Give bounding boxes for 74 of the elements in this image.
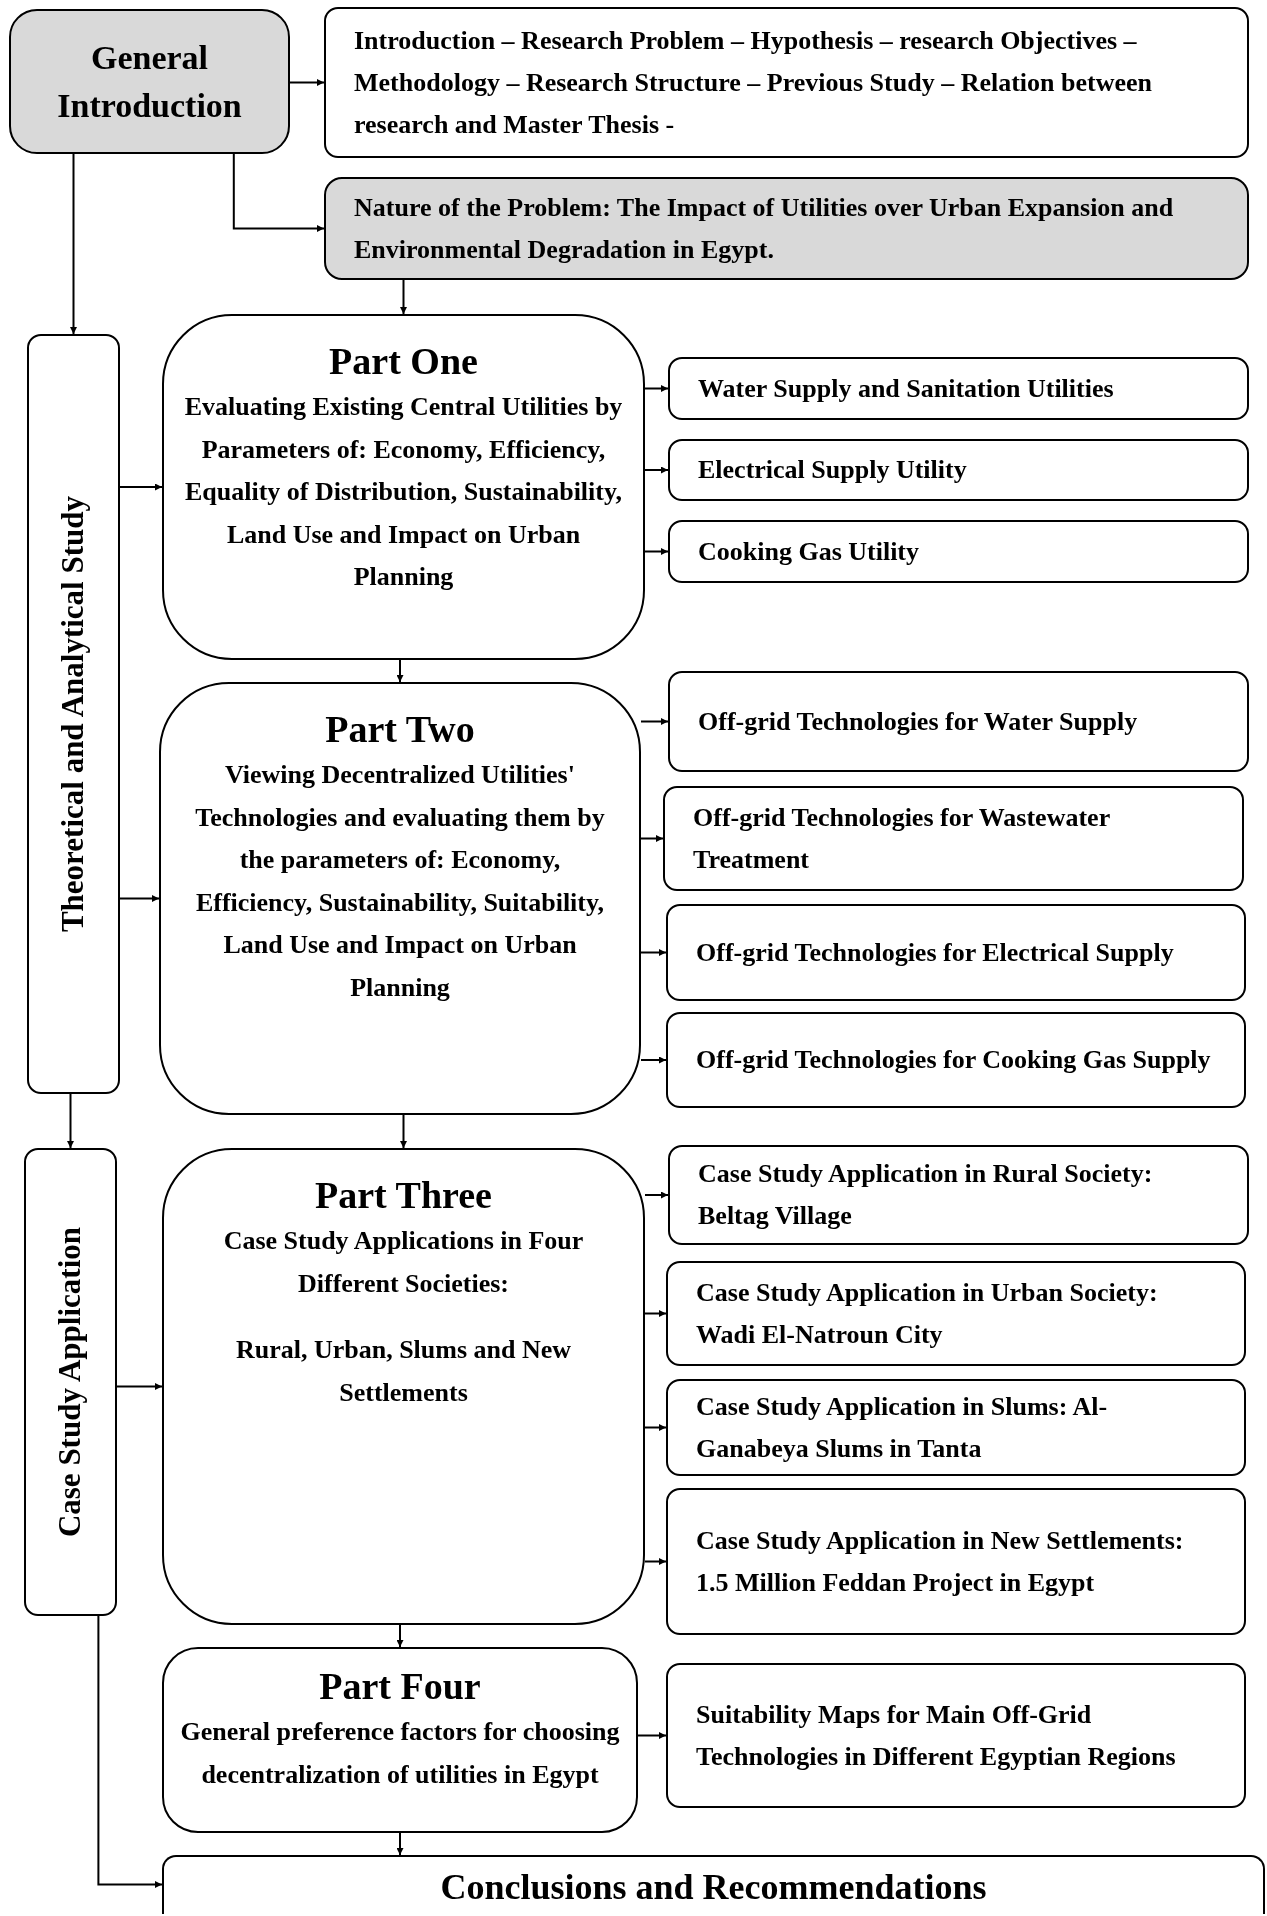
arrow — [640, 1056, 667, 1064]
arrow — [396, 659, 404, 683]
topic-box — [668, 439, 1249, 501]
conclusion-text: Conclusions and Recommendations — [440, 1866, 987, 1909]
arrow — [70, 153, 77, 335]
topic-box — [666, 1012, 1246, 1108]
part-title: Part Four — [319, 1664, 481, 1709]
part-description: Evaluating Existing Central Utilities by Parameters of: Economy, Efficiency, Equality of Distribution, Sustainability, Land Use and Impact on Urban Planning — [184, 391, 623, 593]
arrow — [67, 1093, 74, 1149]
item-text: Case Study Application in New Settlements: 1.5 Million Feddan Project in Egypt — [696, 1524, 1185, 1599]
item-text: Case Study Application in Rural Society: Beltag Village — [698, 1158, 1154, 1232]
arrow — [644, 466, 669, 474]
arrow — [116, 1383, 163, 1390]
part-description: General preference factors for choosing decentralization of utilities in Egypt — [180, 1716, 620, 1791]
arrow — [644, 1191, 669, 1199]
topic-box — [666, 1663, 1246, 1808]
arrow — [400, 279, 407, 315]
item-text: Case Study Application in Urban Society: Wadi El-Natroun City — [696, 1276, 1159, 1351]
arrow — [644, 385, 669, 392]
arrow — [644, 548, 669, 555]
topic-box — [668, 671, 1249, 772]
arrow — [289, 79, 325, 86]
item-text: Introduction – Research Problem – Hypothesis – research Objectives – Methodology – Research Structure – Previous Study – Relation between research and Master Thesis - — [354, 24, 1153, 141]
arrow — [640, 835, 664, 842]
part-box — [162, 1647, 638, 1833]
topic-box — [324, 7, 1249, 158]
part-box — [159, 682, 641, 1115]
arrow — [119, 483, 163, 491]
item-text: Electrical Supply Utility — [698, 454, 967, 486]
part-box — [162, 314, 645, 660]
part-title: Part Three — [315, 1173, 492, 1218]
item-text: Nature of the Problem: The Impact of Utilities over Urban Expansion and Environmental Degradation in Egypt. — [354, 191, 1175, 266]
topic-box — [666, 904, 1246, 1001]
part-title: Part Two — [325, 707, 475, 752]
item-text: Suitability Maps for Main Off-Grid Technologies in Different Egyptian Regions — [696, 1698, 1177, 1773]
arrow — [644, 1424, 667, 1431]
arrow — [97, 1615, 163, 1888]
item-text: Off-grid Technologies for Wastewater Treatment — [693, 801, 1111, 876]
section-box — [9, 9, 290, 154]
topic-box — [666, 1379, 1246, 1476]
item-text: Case Study Application in Slums: Al-Ganabeya Slums in Tanta — [696, 1390, 1109, 1465]
arrow — [396, 1832, 404, 1856]
topic-box — [668, 1145, 1249, 1245]
topic-box — [668, 357, 1249, 420]
part-description: Rural, Urban, Slums and New Settlements — [234, 1334, 573, 1409]
arrow — [640, 949, 667, 956]
arrow — [640, 718, 669, 725]
arrow — [400, 1114, 407, 1149]
phase-bar — [27, 334, 120, 1094]
arrow — [644, 1558, 667, 1565]
arrow — [637, 1732, 667, 1739]
phase-bar — [24, 1148, 117, 1616]
part-description: Case Study Applications in Four Different Societies: — [222, 1225, 585, 1300]
part-title: Part One — [329, 339, 478, 384]
item-text: Off-grid Technologies for Water Supply — [698, 705, 1138, 738]
arrow — [644, 1310, 667, 1317]
arrow — [119, 895, 160, 902]
vertical-label: Case Study Application — [51, 1226, 89, 1538]
item-text: Cooking Gas Utility — [698, 535, 920, 568]
problem-box — [324, 177, 1249, 280]
topic-box — [666, 1261, 1246, 1366]
item-text: Off-grid Technologies for Electrical Supply — [696, 936, 1174, 969]
arrow — [232, 153, 325, 232]
topic-box — [666, 1488, 1246, 1635]
heading-text: General Introduction — [56, 37, 243, 126]
part-box — [162, 1148, 645, 1625]
item-text: Off-grid Technologies for Cooking Gas Supply — [696, 1044, 1211, 1076]
topic-box — [668, 520, 1249, 583]
part-description: Viewing Decentralized Utilities' Technologies and evaluating them by the parameters of: Economy, Efficiency, Sustainability, Suitability, Land Use and Impact on Urban Planning — [194, 759, 606, 1004]
item-text: Water Supply and Sanitation Utilities — [698, 372, 1114, 405]
topic-box — [663, 786, 1244, 891]
conclusion-box — [162, 1855, 1265, 1914]
arrow — [396, 1624, 404, 1648]
vertical-label: Theoretical and Analytical Study — [54, 495, 92, 933]
